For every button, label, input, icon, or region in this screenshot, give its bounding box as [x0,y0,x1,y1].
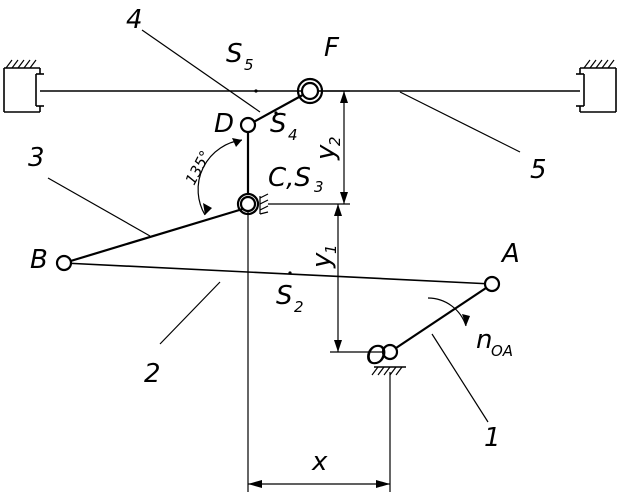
joint-c-outer [236,192,260,216]
leader-lines [47,29,521,423]
label-s5-sub: 5 [244,56,254,74]
label-s5: S [226,39,243,69]
label-y2: y [311,144,341,161]
part-number-5: 5 [530,155,547,185]
label-s2: S [276,281,293,311]
angle-arrow-bottom [203,203,212,215]
joint-o [381,343,399,361]
label-c-s3-sub: 3 [314,178,324,196]
link-2 [63,262,493,285]
joint-f-outer [296,77,324,105]
label-angle-group: 135° [182,148,215,188]
joint-c [239,195,257,213]
label-s2-sub: 2 [294,298,304,316]
label-a: A [500,239,520,269]
rotation-arrowhead [462,314,470,326]
label-n-sub: OA [491,342,513,360]
part-number-4: 4 [126,5,143,35]
part-number-3: 3 [28,143,45,173]
joint-b [55,254,73,272]
angle-arc [197,139,243,216]
joint-d [239,116,257,134]
label-s4-sub: 4 [288,126,298,144]
dimension-arrows [248,91,390,488]
pivot-c-ground [259,193,269,215]
part-number-2: 2 [144,359,161,389]
pivot-o-ground [371,366,406,376]
label-y2-group: y 2 [311,136,344,161]
label-c-s3: C,S [268,163,311,193]
label-y1-group: y 1 [307,244,340,269]
label-o: O [366,341,386,371]
label-d: D [214,109,234,139]
left-guide-support [3,59,44,113]
joint-a [483,275,501,293]
center-marks [254,89,292,275]
construction-lines [247,90,391,492]
label-b: B [30,245,48,275]
part-number-1: 1 [484,423,501,453]
right-guide-support [576,59,617,113]
link-3 [63,206,247,265]
label-y1: y [307,252,337,269]
label-angle: 135° [182,148,215,188]
label-y1-sub: 1 [322,244,340,254]
joint-f [300,81,320,101]
angle-arrow-top [232,138,242,147]
label-f: F [324,33,340,63]
link-1 [389,283,493,353]
label-y2-sub: 2 [326,136,344,146]
label-x: x [311,447,328,477]
rotation-arrow [427,297,467,327]
label-s4: S [270,109,287,139]
label-n: n [476,325,492,355]
